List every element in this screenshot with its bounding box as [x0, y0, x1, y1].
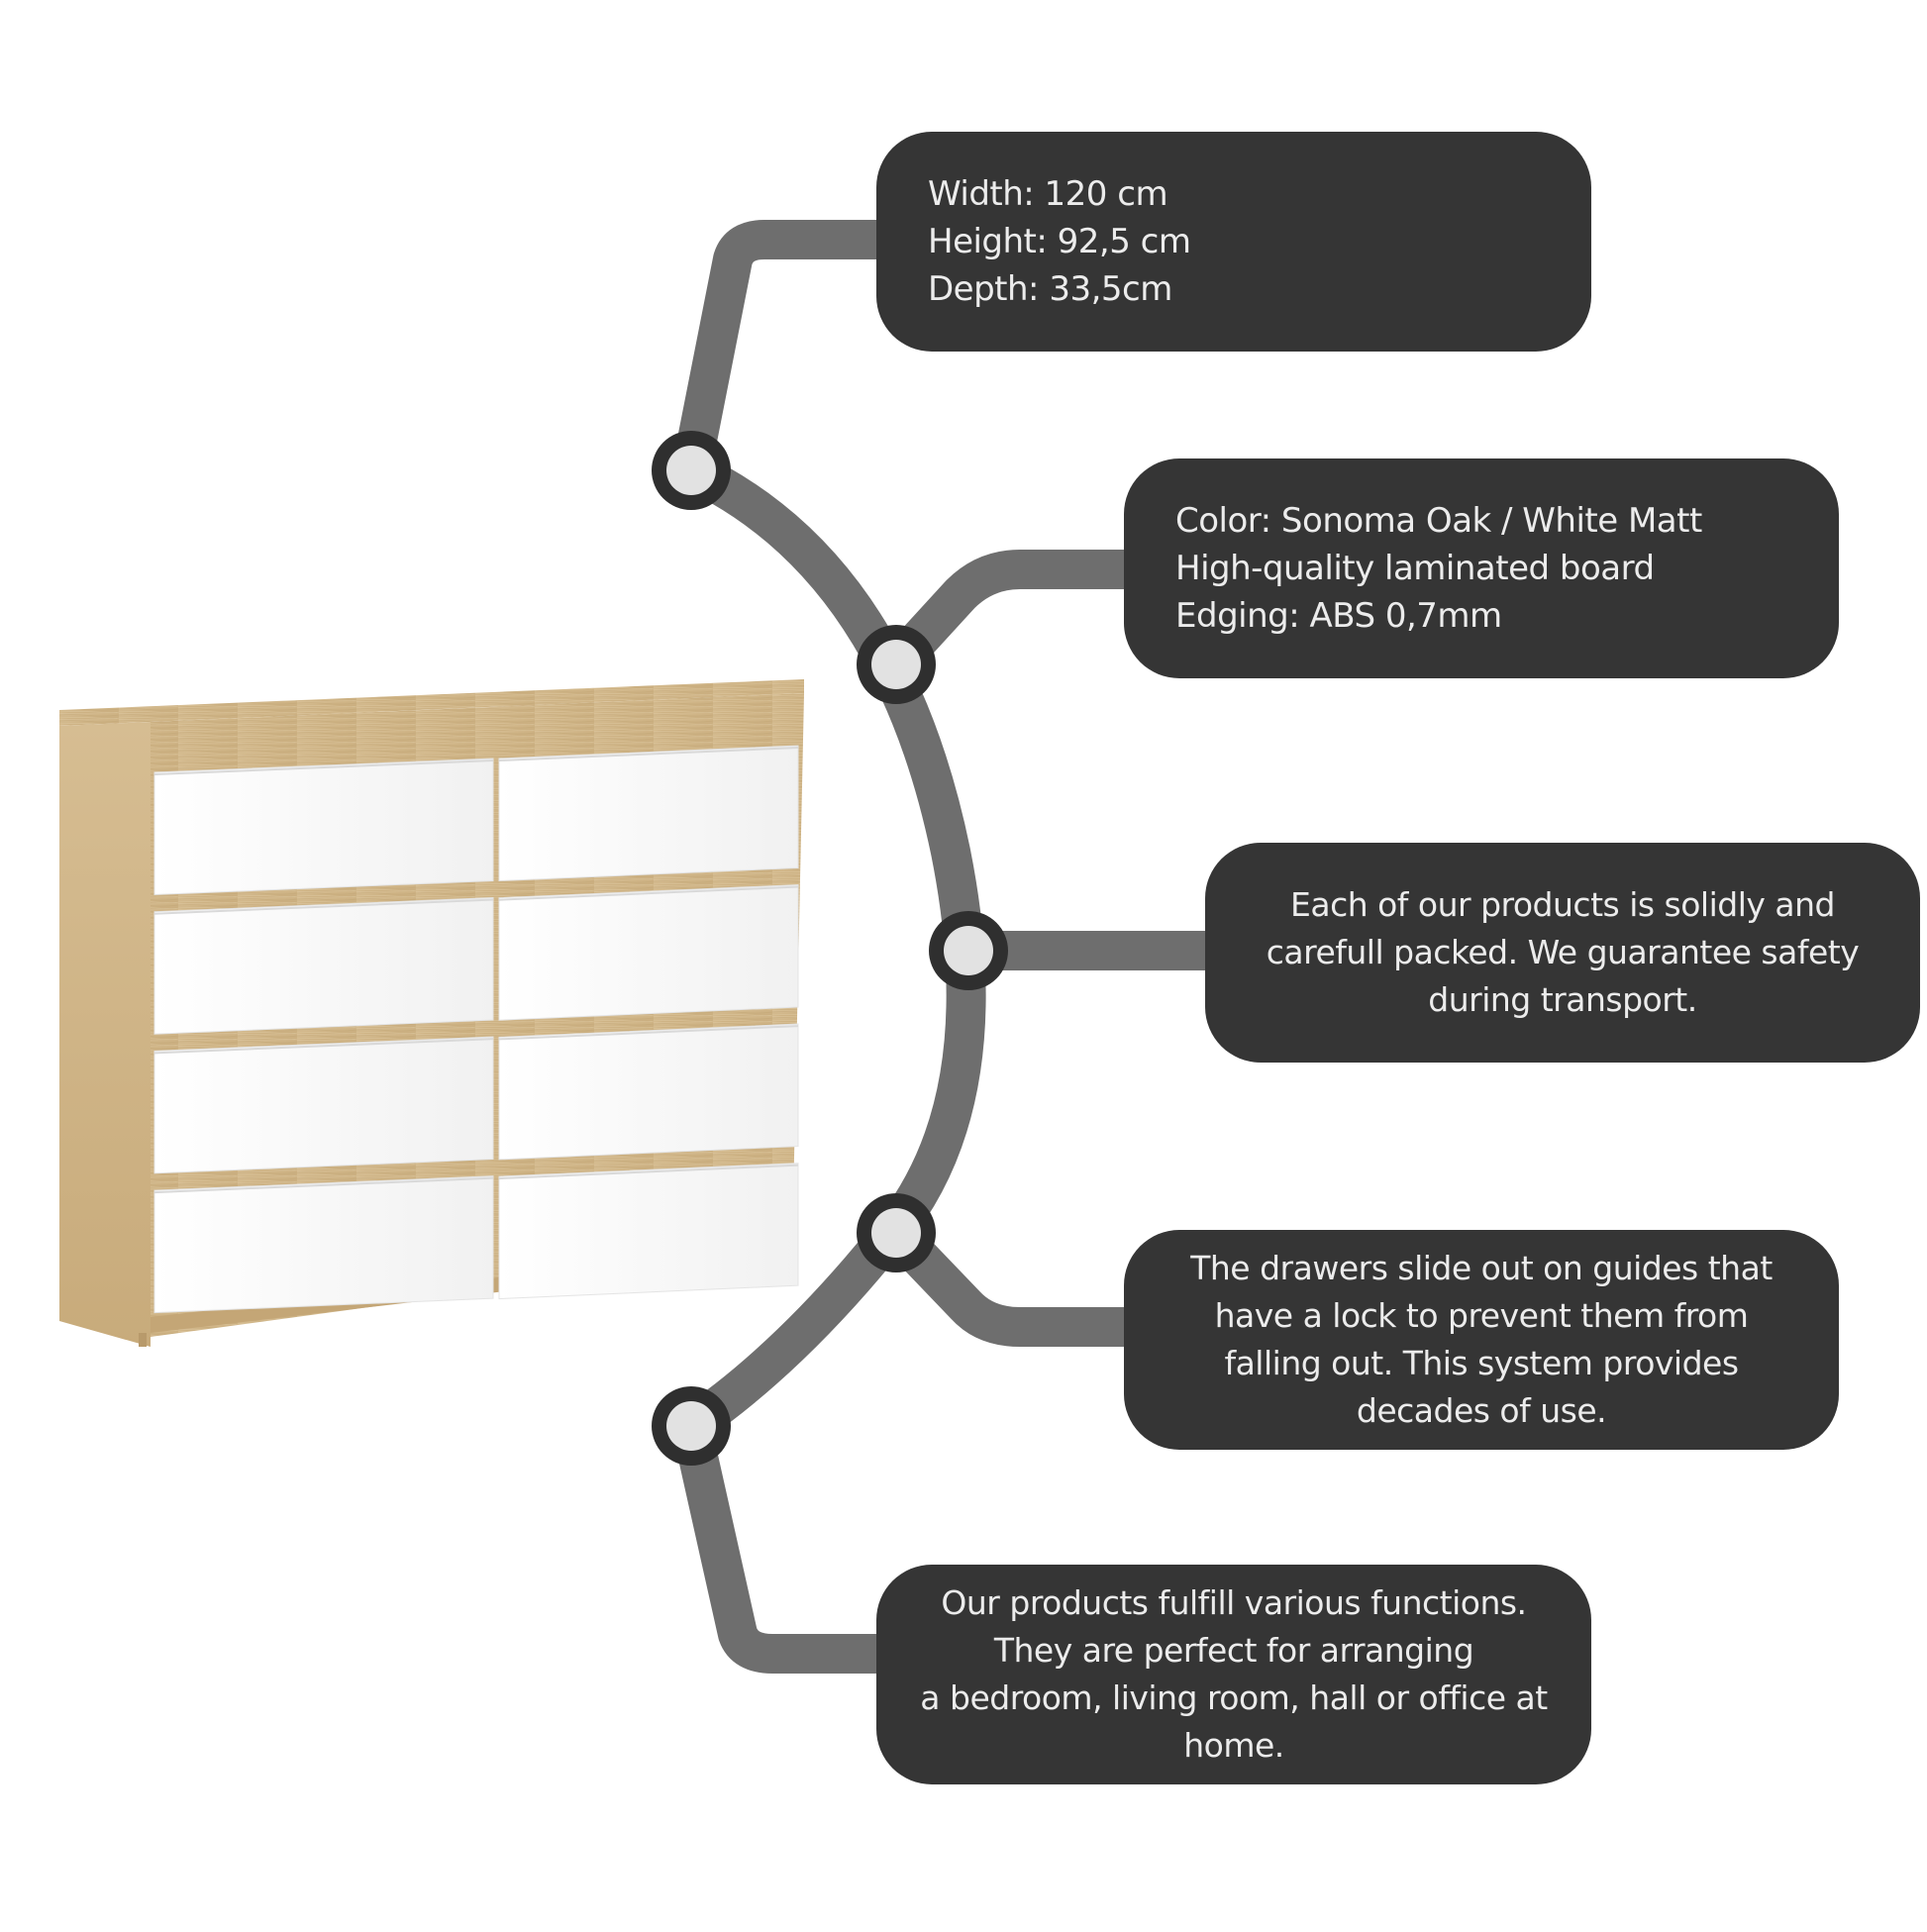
callout-line: Height: 92,5 cm	[928, 222, 1191, 261]
callout-drawers: The drawers slide out on guides that hav…	[1124, 1230, 1839, 1450]
drawer-front	[153, 1036, 494, 1174]
callout-line: have a lock to prevent them from	[1214, 1296, 1749, 1335]
callout-materials: Color: Sonoma Oak / White Matt High-qual…	[1124, 458, 1839, 678]
callout-line: They are perfect for arranging	[993, 1631, 1474, 1670]
drawer-front	[498, 1023, 799, 1161]
node-dimensions-center	[666, 446, 716, 495]
callout-dimensions: Width: 120 cm Height: 92,5 cm Depth: 33,…	[876, 132, 1591, 352]
drawer-front	[498, 745, 799, 882]
callout-line: decades of use.	[1356, 1391, 1607, 1430]
connector-dimensions	[671, 220, 901, 490]
drawer-edge	[153, 898, 494, 915]
callout-line: Edging: ABS 0,7mm	[1175, 596, 1502, 636]
drawer-edge	[153, 1176, 494, 1194]
connector-materials	[876, 550, 1149, 684]
drawer-edge	[498, 885, 799, 901]
callout-line: during transport.	[1428, 980, 1697, 1019]
callout-line: Our products fulfill various functions.	[941, 1583, 1527, 1622]
drawer-edge	[153, 1038, 494, 1055]
connector-lines	[671, 220, 1228, 1674]
callout-line: falling out. This system provides	[1224, 1344, 1739, 1382]
callout-line: Depth: 33,5cm	[928, 269, 1172, 309]
callout-line: The drawers slide out on guides that	[1190, 1249, 1773, 1287]
connector-functions	[671, 1406, 901, 1674]
callout-line: a bedroom, living room, hall or office a…	[920, 1678, 1548, 1717]
drawer-edge	[153, 760, 494, 775]
drawer-front	[153, 758, 494, 896]
callout-line: Color: Sonoma Oak / White Matt	[1175, 501, 1702, 541]
node-packing-center	[944, 926, 993, 975]
node-functions-center	[666, 1401, 716, 1451]
drawer-edge	[498, 1164, 799, 1180]
drawer-front	[498, 1163, 799, 1300]
node-drawers-center	[871, 1208, 921, 1258]
callout-line: Width: 120 cm	[928, 174, 1168, 214]
drawer-edge	[498, 1025, 799, 1041]
callout-line: High-quality laminated board	[1175, 549, 1655, 588]
callout-packing: Each of our products is solidly and care…	[1205, 843, 1920, 1063]
callout-line: home.	[1183, 1726, 1284, 1765]
callout-line: Each of our products is solidly and	[1290, 885, 1835, 924]
callout-functions: Our products fulfill various functions. …	[876, 1565, 1591, 1784]
dresser-top	[59, 679, 804, 726]
connector-main-arc	[671, 451, 986, 1446]
drawer-fronts	[153, 745, 799, 1314]
drawer-front	[153, 1175, 494, 1314]
callout-line: carefull packed. We guarantee safety	[1266, 933, 1860, 971]
dresser-foot-left	[139, 1333, 147, 1347]
dresser-left-side	[59, 722, 151, 1347]
node-markers	[652, 431, 1008, 1466]
drawer-front	[498, 884, 799, 1021]
drawer-edge	[498, 747, 799, 762]
node-materials-center	[871, 640, 921, 689]
drawer-front	[153, 897, 494, 1035]
connector-drawers	[876, 1213, 1149, 1347]
